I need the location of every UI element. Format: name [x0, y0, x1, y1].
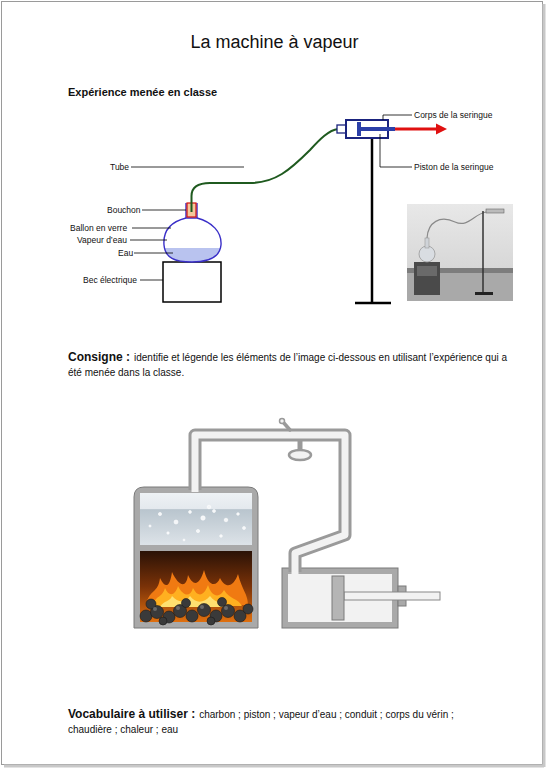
- stand-base: [355, 302, 391, 305]
- part-label: Corps de la seringue: [414, 110, 492, 120]
- part-label: Eau: [118, 248, 133, 258]
- flames: [146, 570, 248, 607]
- syringe-nozzle: [337, 125, 346, 133]
- piston-rod: [344, 592, 440, 600]
- experiment-photo: [407, 204, 513, 301]
- syringe-rod: [361, 127, 395, 131]
- coal-highlights: [153, 605, 228, 611]
- coal: [140, 598, 253, 626]
- motion-arrow: [395, 128, 437, 131]
- part-label: Bec électrique: [83, 275, 137, 285]
- part-label: Ballon en verre: [70, 223, 127, 233]
- instruction-text: identifie et légende les éléments de l’i…: [68, 352, 507, 378]
- part-label: Tube: [110, 162, 129, 172]
- stand-rod: [371, 138, 374, 303]
- valve-knob: [280, 419, 285, 424]
- boiler-floor: [140, 545, 252, 551]
- steam-pipe-bore: [195, 435, 345, 576]
- steam-pipe: [195, 435, 345, 572]
- page-shadow: [543, 4, 546, 767]
- vocabulary-heading: Vocabulaire à utiliser :: [68, 707, 195, 721]
- text-block: Consigne :identifie et légende les éléme…: [68, 350, 518, 380]
- part-label: Piston de la seringue: [414, 162, 493, 172]
- text-block: Vocabulaire à utiliser :charbon ; piston…: [68, 707, 480, 737]
- page-shadow: [4, 765, 544, 768]
- tube: [192, 129, 339, 212]
- part-label: Vapeur d’eau: [77, 235, 127, 245]
- page-title: La machine à vapeur: [0, 31, 549, 53]
- arrow-head: [436, 124, 447, 135]
- piston-head: [332, 576, 344, 620]
- glass-flask: [164, 218, 221, 262]
- pipe-junction: [289, 450, 311, 460]
- section-heading: Expérience menée en classe: [68, 86, 217, 99]
- leader-lines: [130, 115, 412, 280]
- instruction-heading: Consigne :: [68, 350, 130, 364]
- firebox: [140, 551, 252, 622]
- page-border: [2, 2, 543, 765]
- boiler-wall: [134, 487, 258, 628]
- pipe-branch: [298, 441, 303, 450]
- boiler-water: [140, 493, 252, 545]
- heater-box: [163, 262, 221, 302]
- bubbles: [149, 505, 246, 541]
- part-label: Bouchon: [107, 205, 141, 215]
- syringe-plunger: [357, 122, 361, 136]
